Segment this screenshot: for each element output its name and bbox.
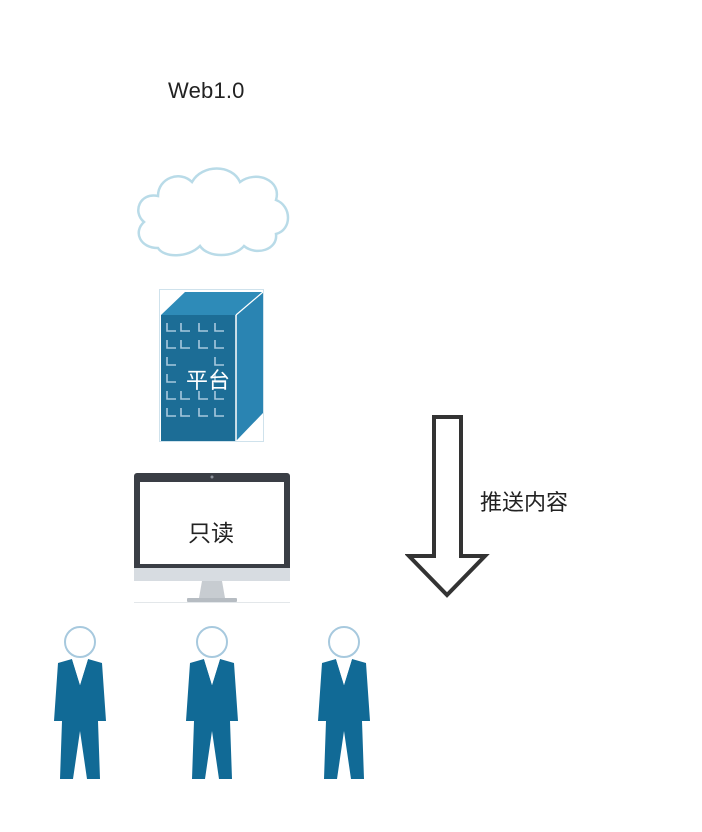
monitor-icon [134,473,290,603]
cloud-icon [137,167,290,257]
user-icon [186,626,238,779]
server-building-icon [159,289,264,442]
platform-label: 平台 [186,369,231,394]
user-icon [54,626,106,779]
screen-label: 只读 [188,521,234,547]
arrow-down-icon [405,415,490,598]
push-content-label: 推送内容 [480,491,569,516]
user-icon [318,626,370,779]
diagram-title: Web1.0 [168,78,245,103]
